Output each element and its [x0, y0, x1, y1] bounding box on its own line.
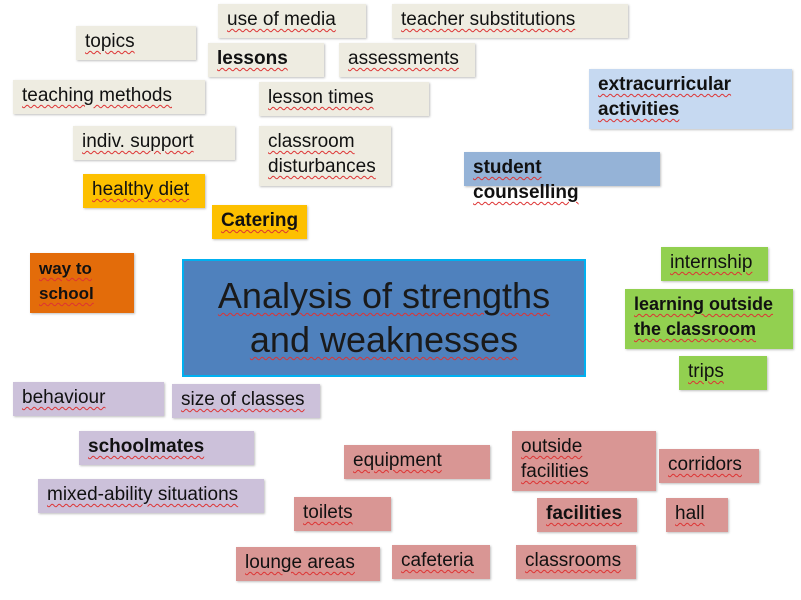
node-teacher-substitutions: teacher substitutions: [392, 4, 628, 38]
node-indiv-support: indiv. support: [73, 126, 235, 160]
node-facilities: facilities: [537, 498, 637, 532]
node-topics: topics: [76, 26, 196, 60]
node-behaviour: behaviour: [13, 382, 164, 416]
node-use-of-media: use of media: [218, 4, 366, 38]
node-catering: Catering: [212, 205, 307, 239]
node-lessons: lessons: [208, 43, 324, 77]
node-corridors: corridors: [659, 449, 759, 483]
node-internship: internship: [661, 247, 768, 281]
node-trips: trips: [679, 356, 767, 390]
node-healthy-diet: healthy diet: [83, 174, 205, 208]
node-equipment: equipment: [344, 445, 490, 479]
node-hall: hall: [666, 498, 728, 532]
node-toilets: toilets: [294, 497, 391, 531]
node-assessments: assessments: [339, 43, 475, 77]
node-lesson-times: lesson times: [259, 82, 429, 116]
node-student-counselling: student counselling: [464, 152, 660, 203]
node-classrooms: classrooms: [516, 545, 636, 579]
node-lounge-areas: lounge areas: [236, 547, 380, 581]
node-size-of-classes: size of classes: [172, 384, 320, 418]
node-schoolmates: schoolmates: [79, 431, 254, 465]
node-mixed-ability-situations: mixed-ability situations: [38, 479, 264, 513]
node-cafeteria: cafeteria: [392, 545, 490, 579]
node-teaching-methods: teaching methods: [13, 80, 205, 114]
